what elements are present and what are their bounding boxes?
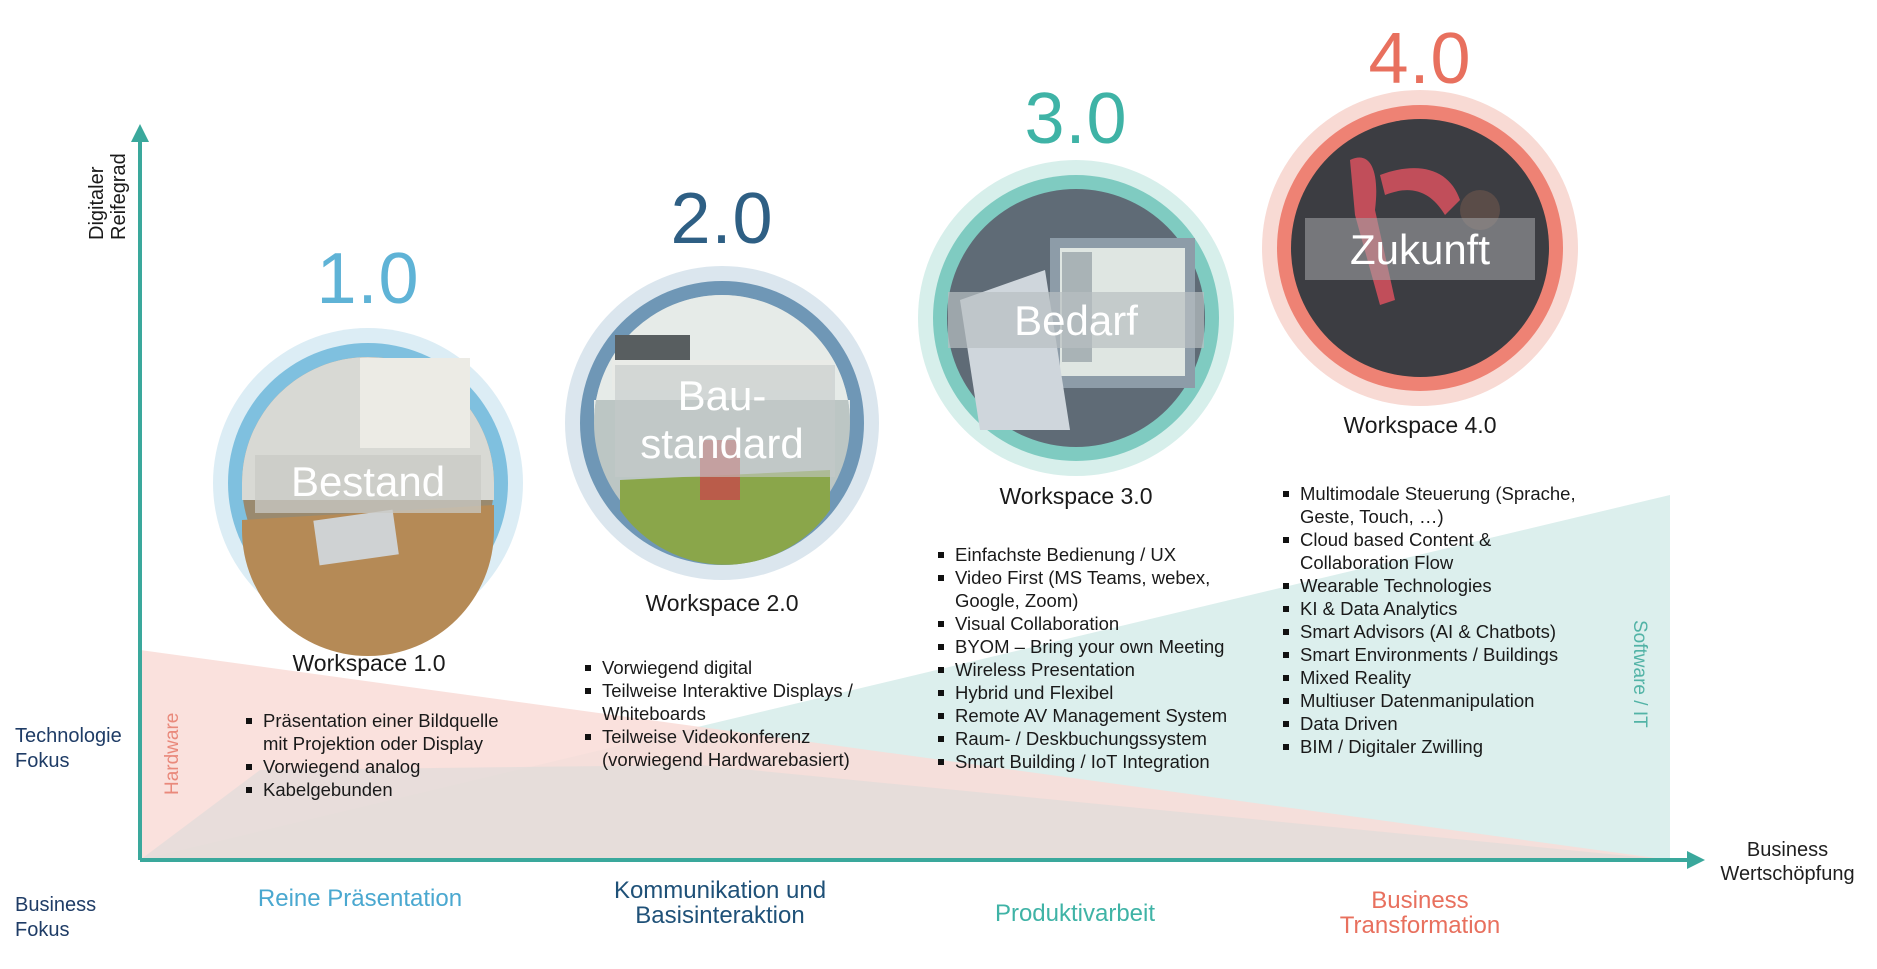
stage-2-circle-label: Bau- standard [640, 372, 804, 467]
list-item: Multimodale Steuerung (Sprache, Geste, T… [1280, 482, 1580, 528]
list-item: Remote AV Management System [935, 704, 1235, 727]
stage-3-focus: Produktivarbeit [994, 900, 1156, 927]
stage-1-title: Workspace 1.0 [292, 650, 446, 676]
stage-3-version: 3.0 [1024, 79, 1128, 159]
stage-2-focus: Kommunikation und Basisinteraktion [613, 877, 827, 929]
stage-1-version: 1.0 [316, 239, 420, 319]
stage-3-circle-label: Bedarf [1014, 297, 1138, 344]
stage-4-version: 4.0 [1368, 19, 1472, 99]
list-item: Mixed Reality [1280, 666, 1580, 689]
list-item: Data Driven [1280, 712, 1580, 735]
list-item: Smart Building / IoT Integration [935, 750, 1235, 773]
list-item: Cloud based Content & Collaboration Flow [1280, 528, 1580, 574]
software-label: Software / IT [1629, 620, 1650, 728]
list-item: Wearable Technologies [1280, 574, 1580, 597]
stage-3-title: Workspace 3.0 [999, 483, 1153, 509]
list-item: Visual Collaboration [935, 612, 1235, 635]
technologie-fokus-label: Technologie Fokus [15, 725, 122, 772]
list-item: Vorwiegend digital [582, 656, 882, 679]
list-item: Hybrid und Flexibel [935, 681, 1235, 704]
x-axis-label: Business Wertschöpfung [1700, 838, 1875, 886]
stage-4-bullets: Multimodale Steuerung (Sprache, Geste, T… [1280, 482, 1580, 758]
list-item: BIM / Digitaler Zwilling [1280, 735, 1580, 758]
list-item: Teilweise Videokonferenz (vorwiegend Har… [582, 725, 882, 771]
list-item: BYOM – Bring your own Meeting [935, 635, 1235, 658]
stage-2-version: 2.0 [670, 179, 774, 259]
list-item: Präsentation einer Bildquelle mit Projek… [243, 709, 523, 755]
stage-4-focus: Business Transformation [1339, 887, 1501, 939]
stage-3-circle [918, 160, 1234, 476]
x-axis-label-line1: Business [1746, 839, 1829, 861]
list-item: Video First (MS Teams, webex, Google, Zo… [935, 566, 1235, 612]
stage-1-bullets: Präsentation einer Bildquelle mit Projek… [243, 709, 523, 801]
list-item: Teilweise Interaktive Displays / Whitebo… [582, 679, 882, 725]
list-item: Raum- / Deskbuchungssystem [935, 727, 1235, 750]
list-item: Multiuser Datenmanipulation [1280, 689, 1580, 712]
overlap-area [140, 765, 1670, 860]
y-axis-label: Digitaler Reifegrad [86, 153, 130, 240]
list-item: Wireless Presentation [935, 658, 1235, 681]
list-item: Smart Environments / Buildings [1280, 643, 1580, 666]
stage-1-circle [213, 328, 523, 656]
stage-4-title: Workspace 4.0 [1343, 412, 1497, 438]
stage-1-circle-label: Bestand [290, 458, 446, 505]
list-item: Kabelgebunden [243, 778, 523, 801]
stage-4-circle-label: Zukunft [1349, 226, 1491, 273]
stage-2-title: Workspace 2.0 [645, 590, 799, 616]
stage-1-focus: Reine Präsentation [257, 885, 463, 912]
list-item: Einfachste Bedienung / UX [935, 543, 1235, 566]
business-fokus-label: Business Fokus [15, 894, 97, 941]
stage-3-bullets: Einfachste Bedienung / UX Video First (M… [935, 543, 1235, 773]
stage-4-circle [1262, 90, 1578, 406]
x-axis-label-line2: Wertschöpfung [1720, 863, 1855, 885]
list-item: Smart Advisors (AI & Chatbots) [1280, 620, 1580, 643]
list-item: Vorwiegend analog [243, 755, 523, 778]
list-item: KI & Data Analytics [1280, 597, 1580, 620]
stage-2-bullets: Vorwiegend digital Teilweise Interaktive… [582, 656, 882, 771]
x-axis-arrow [1687, 851, 1705, 869]
stage-2-circle [565, 266, 879, 580]
y-axis-arrow [131, 124, 149, 142]
hardware-label: Hardware [162, 712, 183, 795]
